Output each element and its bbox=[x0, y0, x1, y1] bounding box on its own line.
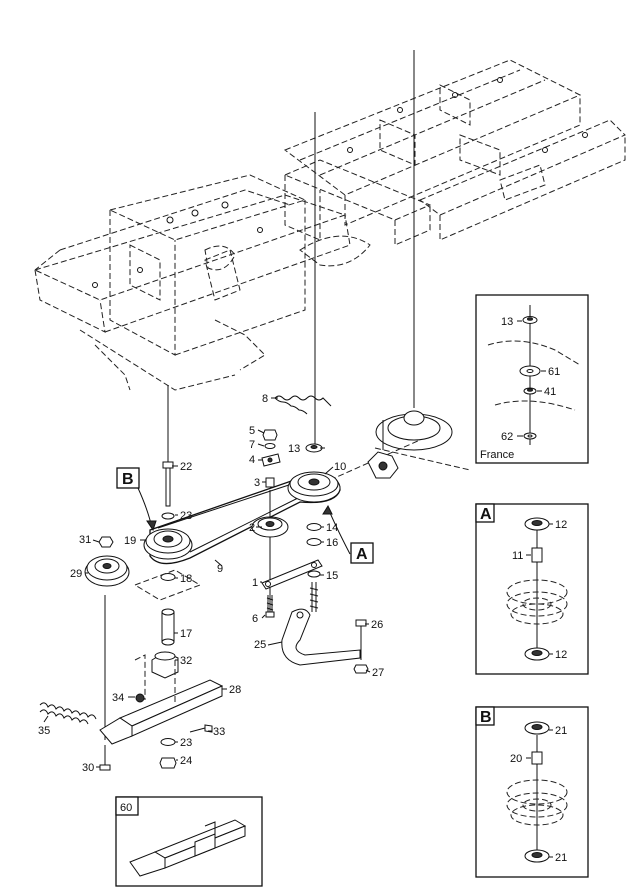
inset-a: A 12 11 12 bbox=[475, 503, 589, 675]
label-25: 25 bbox=[254, 639, 266, 651]
callout-b: B bbox=[116, 467, 140, 489]
label-28: 28 bbox=[229, 684, 241, 696]
bolt-33 bbox=[189, 724, 213, 733]
label-31: 31 bbox=[79, 534, 91, 546]
spindle-pulley-right bbox=[329, 410, 471, 481]
washers-23-24 bbox=[159, 738, 177, 769]
bolt-26 bbox=[353, 619, 369, 674]
label-22: 22 bbox=[180, 461, 192, 473]
label-14: 14 bbox=[326, 522, 338, 534]
pivot-32 bbox=[151, 651, 179, 679]
bolt-30 bbox=[99, 745, 111, 771]
pulley-19 bbox=[143, 528, 193, 560]
label-35: 35 bbox=[38, 725, 50, 737]
inset-a-title: A bbox=[480, 506, 492, 523]
label-10: 10 bbox=[334, 461, 346, 473]
part-labels: 8 5 7 4 3 13 10 22 23 19 2 14 16 9 15 1 … bbox=[38, 393, 384, 774]
spindle-star-left bbox=[367, 420, 399, 479]
idler-arm-1 bbox=[261, 559, 323, 590]
inset-a-label-11: 11 bbox=[512, 550, 523, 562]
bolt-22 bbox=[161, 461, 175, 520]
callout-b-arrow bbox=[137, 487, 157, 532]
inset-60: 60 bbox=[115, 796, 263, 887]
callout-a-arrow bbox=[322, 504, 351, 555]
france-label-41: 41 bbox=[544, 386, 556, 398]
spacer-17 bbox=[133, 569, 202, 646]
spring-35 bbox=[39, 702, 97, 725]
inset-b-label-21a: 21 bbox=[555, 725, 567, 737]
label-2: 2 bbox=[249, 522, 255, 534]
inset-france: 13 61 41 62 France bbox=[475, 294, 589, 464]
label-9: 9 bbox=[217, 563, 223, 575]
inset-a-label-12a: 12 bbox=[555, 519, 567, 531]
pulley-10 bbox=[287, 471, 341, 503]
washer-13 bbox=[305, 443, 323, 453]
label-1: 1 bbox=[252, 577, 258, 589]
label-16: 16 bbox=[326, 537, 338, 549]
callout-a: A bbox=[350, 542, 374, 564]
label-23b: 23 bbox=[180, 737, 192, 749]
label-33: 33 bbox=[213, 726, 225, 738]
inset-b-title: B bbox=[480, 709, 492, 726]
label-34: 34 bbox=[112, 692, 124, 704]
idler-pulley-2 bbox=[251, 516, 289, 538]
bolt-6 bbox=[265, 595, 275, 618]
label-3: 3 bbox=[254, 477, 260, 489]
pulley-29 bbox=[84, 555, 130, 587]
label-29: 29 bbox=[70, 568, 82, 580]
france-label-13: 13 bbox=[501, 316, 513, 328]
inset-b-label-20: 20 bbox=[510, 753, 522, 765]
label-18: 18 bbox=[180, 573, 192, 585]
france-label-61: 61 bbox=[548, 366, 560, 378]
inset-b: B 21 20 21 bbox=[475, 706, 589, 878]
label-23a: 23 bbox=[180, 510, 192, 522]
bracket-25 bbox=[281, 608, 361, 666]
label-26: 26 bbox=[371, 619, 383, 631]
nut-31 bbox=[98, 536, 114, 548]
label-13: 13 bbox=[288, 443, 300, 455]
leader-lines bbox=[43, 397, 371, 768]
label-15: 15 bbox=[326, 570, 338, 582]
callout-b-label: B bbox=[122, 471, 134, 488]
label-19: 19 bbox=[124, 535, 136, 547]
arm-28 bbox=[99, 654, 224, 745]
label-4: 4 bbox=[249, 454, 255, 466]
inset-a-label-12b: 12 bbox=[555, 649, 567, 661]
france-caption: France bbox=[480, 449, 514, 461]
washers-14-16 bbox=[306, 523, 322, 612]
callout-a-label: A bbox=[356, 546, 368, 563]
label-5: 5 bbox=[249, 425, 255, 437]
label-8: 8 bbox=[262, 393, 268, 405]
spring-8 bbox=[274, 395, 332, 415]
label-6: 6 bbox=[252, 613, 258, 625]
label-17: 17 bbox=[180, 628, 192, 640]
label-24: 24 bbox=[180, 755, 192, 767]
label-7: 7 bbox=[249, 439, 255, 451]
france-label-62: 62 bbox=[501, 431, 513, 443]
label-30: 30 bbox=[82, 762, 94, 774]
inset-60-title: 60 bbox=[120, 802, 132, 814]
label-32: 32 bbox=[180, 655, 192, 667]
axis-lines bbox=[104, 50, 415, 740]
mower-frame bbox=[33, 59, 626, 391]
stack-3-7 bbox=[261, 429, 281, 488]
label-27: 27 bbox=[372, 667, 384, 679]
inset-b-label-21b: 21 bbox=[555, 852, 567, 864]
